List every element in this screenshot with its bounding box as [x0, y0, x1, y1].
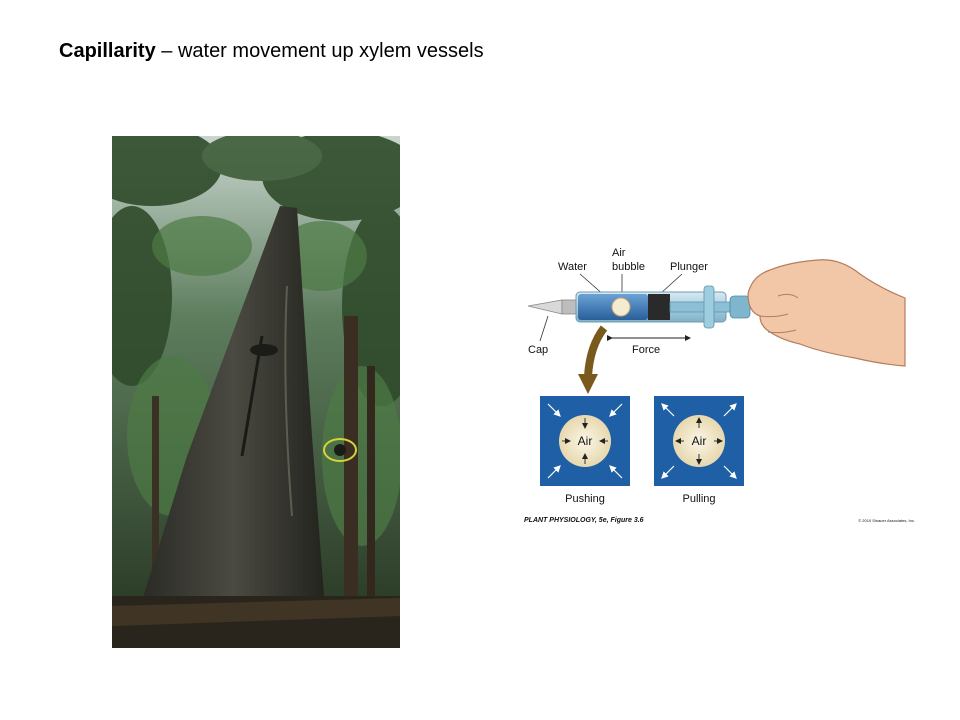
syringe-diagram: Water Air bubble Plunger Cap Force Air [524, 247, 915, 524]
title-rest: – water movement up xylem vessels [155, 40, 484, 62]
label-cap: Cap [528, 344, 548, 356]
magnify-arrow [584, 325, 608, 377]
figure-copyright: © 2010 Sinauer Associates, Inc. [858, 518, 915, 523]
title-bold: Capillarity [59, 40, 156, 62]
redwood-tree-photo [112, 136, 400, 648]
barrel-flange [703, 285, 715, 329]
air-bubble [611, 297, 631, 317]
leader-cap [539, 315, 549, 342]
label-force: Force [632, 344, 660, 356]
air-label-left: Air [578, 434, 593, 448]
plunger-rod [669, 301, 731, 313]
label-pushing: Pushing [565, 493, 605, 505]
air-label-right: Air [692, 434, 707, 448]
label-air-bubble-2: bubble [612, 261, 645, 273]
syringe-cap [527, 299, 563, 315]
pushing-panel: Air [540, 396, 630, 486]
figure-caption: PLANT PHYSIOLOGY, 5e, Figure 3.6 [524, 517, 644, 524]
slide-title: Capillarity – water movement up xylem ve… [59, 40, 484, 63]
leader-plunger [659, 273, 683, 295]
plunger-thumb [729, 295, 751, 319]
label-pulling: Pulling [682, 493, 715, 505]
label-air-bubble-1: Air [612, 247, 626, 259]
label-water: Water [558, 261, 587, 273]
plunger-rubber [648, 294, 670, 320]
label-plunger: Plunger [670, 261, 708, 273]
hand [747, 259, 906, 367]
pulling-panel: Air [654, 396, 744, 486]
